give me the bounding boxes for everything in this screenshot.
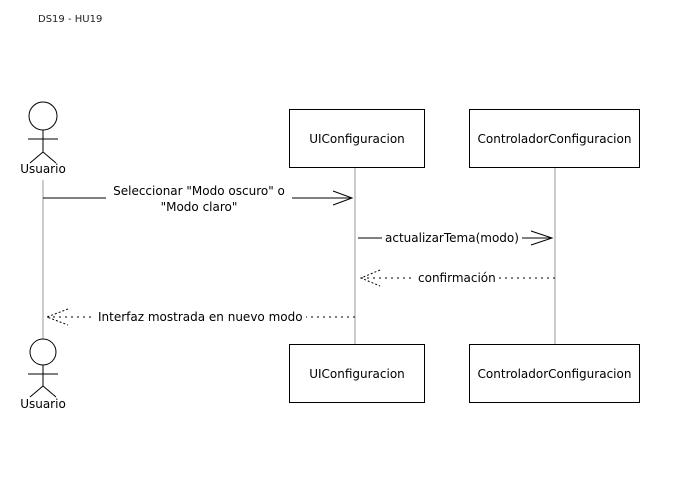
ui-participant-top: UIConfiguracion [289, 109, 425, 168]
ui-participant-bottom-label: UIConfiguracion [309, 366, 405, 381]
diagram-title: DS19 - HU19 [38, 14, 103, 25]
message-3-label: confirmación [415, 270, 499, 286]
message-4-arrow [45, 308, 355, 326]
usuario-actor-bottom-icon [28, 338, 58, 398]
ui-participant-bottom: UIConfiguracion [289, 344, 425, 403]
usuario-label-bottom: Usuario [20, 397, 66, 411]
usuario-actor-top-icon [28, 101, 58, 164]
message-2-label: actualizarTema(modo) [382, 230, 522, 246]
usuario-label-top: Usuario [20, 162, 66, 176]
controller-participant-top: ControladorConfiguracion [469, 109, 640, 168]
controller-participant-bottom: ControladorConfiguracion [469, 344, 640, 403]
message-1-label-line2: "Modo claro" [160, 200, 238, 214]
controller-participant-top-label: ControladorConfiguracion [477, 131, 632, 146]
message-4-label: Interfaz mostrada en nuevo modo [95, 309, 306, 325]
ui-participant-top-label: UIConfiguracion [309, 131, 405, 146]
controller-participant-bottom-label: ControladorConfiguracion [477, 366, 632, 381]
message-1-label-line1: Seleccionar "Modo oscuro" o [113, 184, 285, 198]
message-1-label: Seleccionar "Modo oscuro" o "Modo claro" [106, 183, 292, 215]
